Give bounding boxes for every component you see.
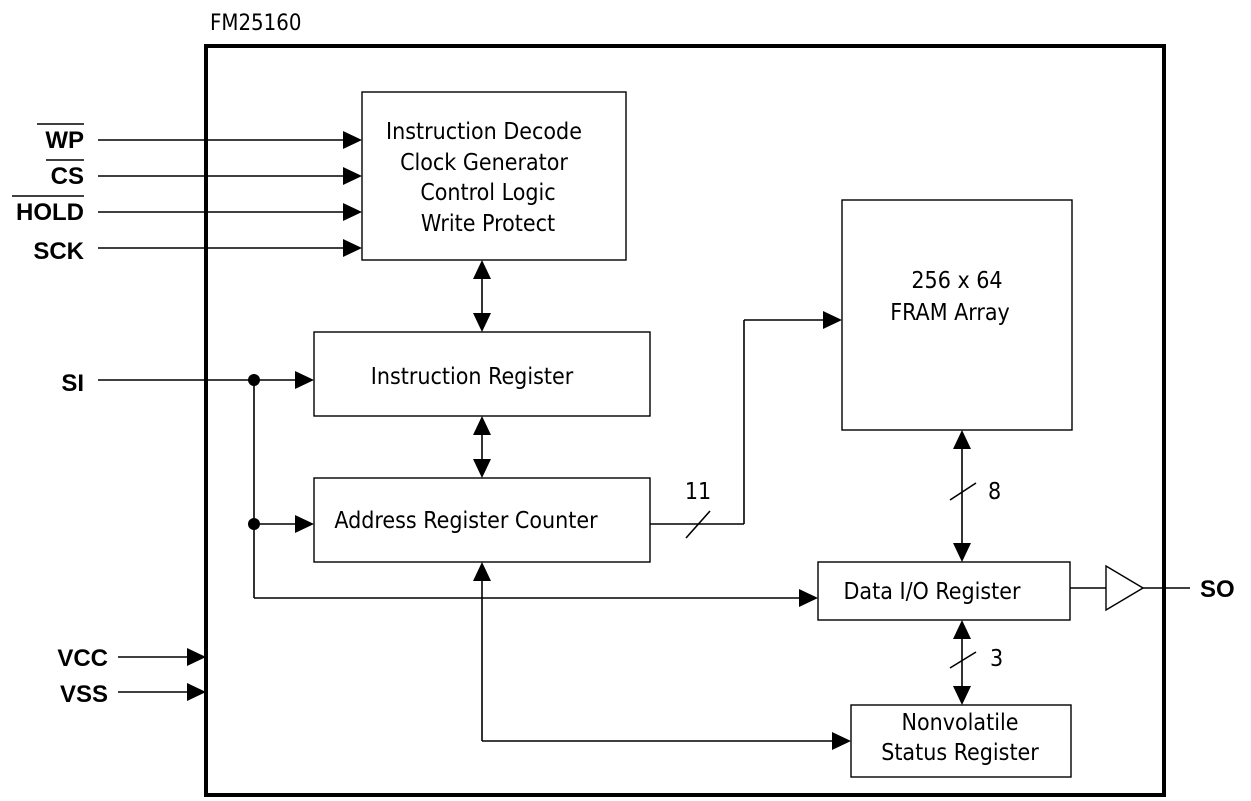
address-bus-slash bbox=[685, 510, 711, 539]
pin-sck-label: SCK bbox=[33, 238, 84, 265]
fram-address-arrow bbox=[823, 311, 842, 329]
pin-so-label: SO bbox=[1200, 576, 1235, 603]
pin-wp-label: WP bbox=[45, 127, 84, 154]
address-register-label: Address Register Counter bbox=[334, 508, 598, 534]
instruction-register-label: Instruction Register bbox=[371, 364, 574, 390]
pin-si: SI bbox=[61, 370, 818, 607]
control-line-1: Instruction Decode bbox=[386, 119, 582, 145]
data-io-register-block: Data I/O Register bbox=[817, 561, 1071, 621]
pin-vcc-label: VCC bbox=[57, 645, 108, 672]
vcc-arrow bbox=[187, 648, 206, 666]
address-bus: 11 bbox=[650, 311, 842, 539]
data-bus-slash bbox=[949, 482, 977, 501]
control-line-2: Clock Generator bbox=[400, 150, 568, 176]
fram-array-line-2: FRAM Array bbox=[890, 300, 1010, 326]
status-bus-width: 3 bbox=[990, 646, 1003, 672]
pin-vss-label: VSS bbox=[60, 681, 108, 708]
vss-arrow bbox=[187, 683, 206, 701]
pin-wp: WP bbox=[37, 123, 362, 154]
status-register-block: Nonvolatile Status Register bbox=[850, 704, 1072, 778]
output-buffer bbox=[1105, 564, 1145, 612]
status-bus: 3 bbox=[949, 620, 1003, 705]
hold-arrow bbox=[343, 203, 362, 221]
address-register-block: Address Register Counter bbox=[313, 477, 651, 563]
chip-title: FM25160 bbox=[210, 11, 301, 36]
si-address-arrow bbox=[295, 515, 314, 533]
fram-array-block: 256 x 64 FRAM Array bbox=[841, 199, 1073, 431]
address-bus-width: 11 bbox=[685, 479, 711, 505]
wp-arrow bbox=[343, 131, 362, 149]
fram-array-line-1: 256 x 64 bbox=[911, 268, 1002, 294]
pin-vcc: VCC bbox=[57, 645, 206, 672]
status-bus-slash bbox=[949, 651, 977, 669]
instruction-register-block: Instruction Register bbox=[313, 331, 651, 417]
pin-hold-label: HOLD bbox=[16, 199, 84, 226]
si-instruction-arrow bbox=[295, 371, 314, 389]
control-instruction-link bbox=[473, 260, 491, 332]
pin-so: SO bbox=[1070, 564, 1235, 612]
address-status-link bbox=[473, 562, 851, 750]
chip-outline bbox=[204, 44, 1166, 797]
status-register-line-2: Status Register bbox=[881, 740, 1039, 766]
cs-arrow bbox=[343, 167, 362, 185]
pin-sck: SCK bbox=[33, 238, 362, 265]
pin-cs-label: CS bbox=[51, 163, 84, 190]
pin-si-label: SI bbox=[61, 370, 84, 397]
control-line-3: Control Logic bbox=[420, 180, 555, 206]
pin-cs: CS bbox=[46, 159, 362, 190]
data-bus: 8 bbox=[949, 430, 1001, 562]
control-line-4: Write Protect bbox=[421, 211, 555, 237]
pin-hold: HOLD bbox=[12, 195, 362, 226]
instruction-address-link bbox=[473, 416, 491, 478]
status-register-line-1: Nonvolatile bbox=[902, 710, 1019, 736]
data-bus-width: 8 bbox=[988, 479, 1001, 505]
pin-vss: VSS bbox=[60, 681, 206, 708]
sck-arrow bbox=[343, 239, 362, 257]
data-io-register-label: Data I/O Register bbox=[844, 579, 1021, 605]
control-block: Instruction Decode Clock Generator Contr… bbox=[361, 91, 627, 261]
si-dataio-arrow bbox=[799, 589, 818, 607]
